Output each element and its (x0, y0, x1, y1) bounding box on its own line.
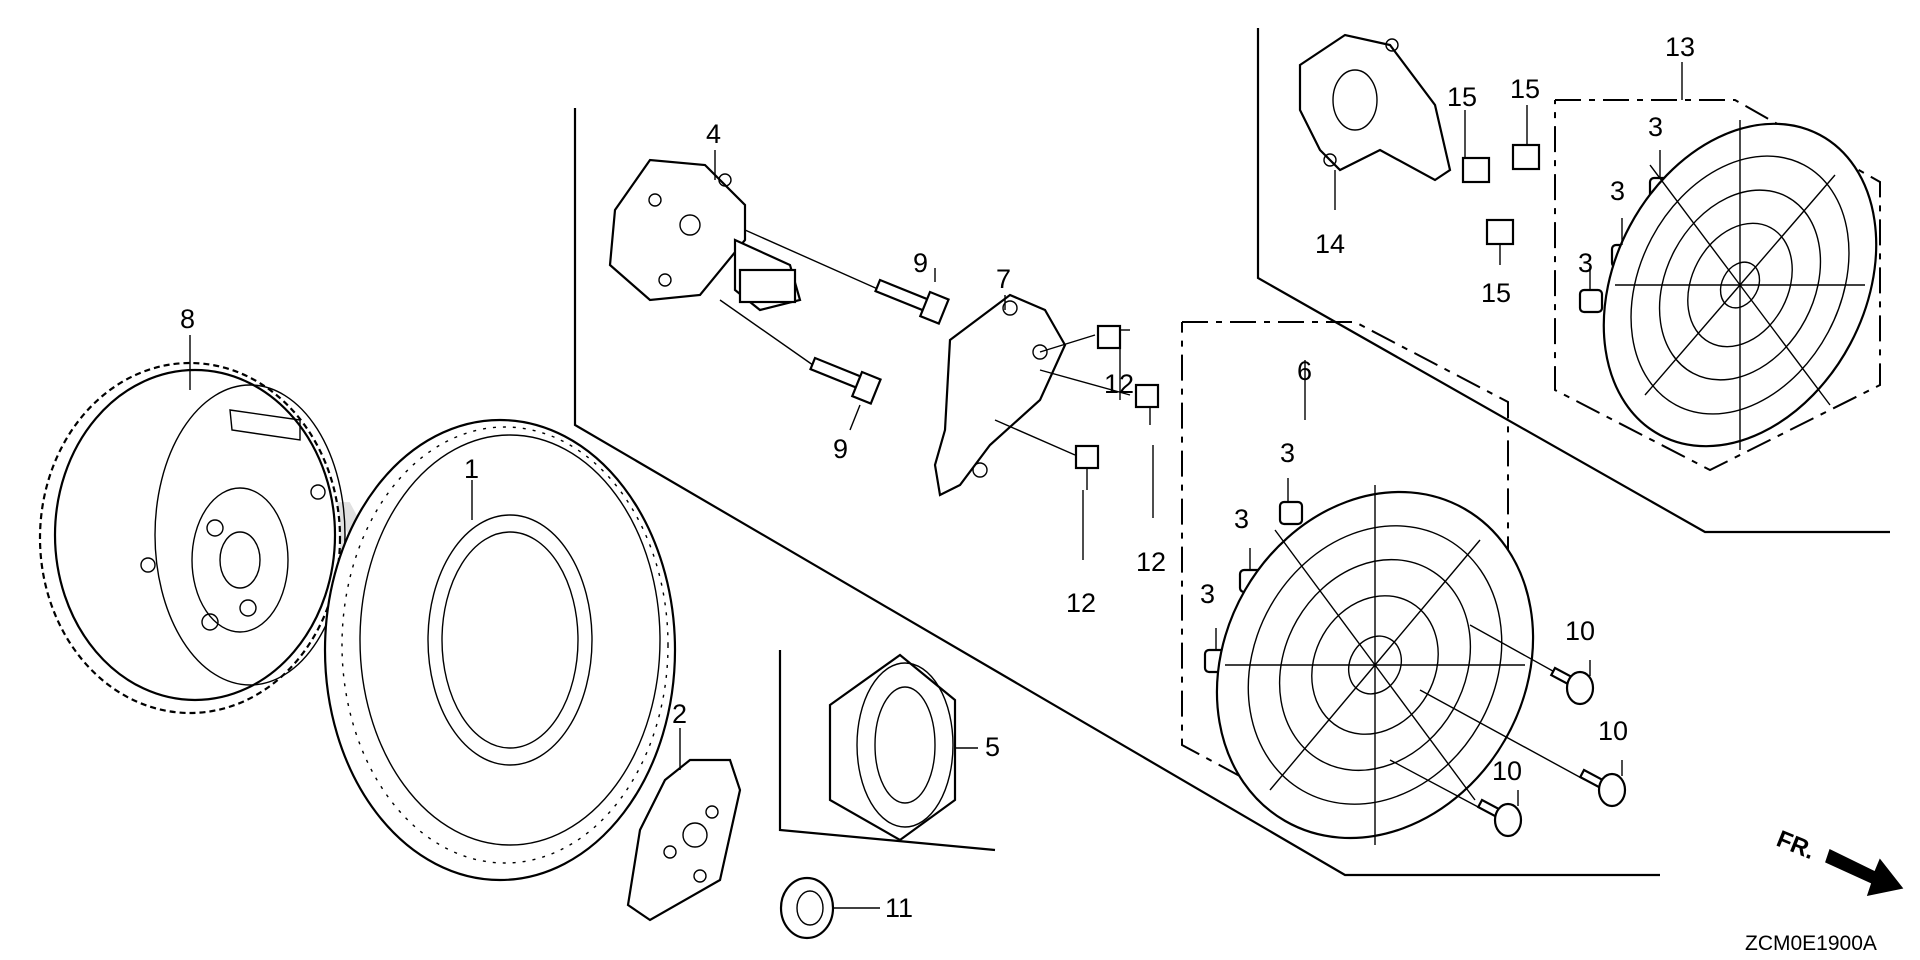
part-5-starter-pulley[interactable] (828, 653, 978, 842)
front-arrow-icon (1825, 848, 1904, 896)
callout-6: 6 (1297, 356, 1312, 386)
assembly-frame-grille-6 (1181, 321, 1509, 820)
callout-5: 5 (985, 732, 1000, 762)
callout-9: 9 (833, 434, 848, 464)
part-2-plate[interactable] (626, 758, 742, 922)
part-3-nut-f[interactable] (1578, 288, 1604, 314)
callout-15: 15 (1510, 74, 1540, 104)
part-9-bolt-upper[interactable] (874, 268, 950, 326)
callout-10: 10 (1492, 756, 1522, 786)
part-15-bolt-a[interactable] (1461, 156, 1491, 184)
part-8-flywheel[interactable] (38, 361, 346, 715)
callout-8: 8 (180, 304, 195, 334)
part-9-bolt-lower[interactable] (809, 356, 882, 431)
part-12-bolt-b[interactable] (1134, 383, 1160, 425)
part-12-bolt-a[interactable] (1096, 324, 1130, 350)
part-15-bolt-b[interactable] (1511, 143, 1541, 171)
part-6-grille[interactable] (1155, 434, 1595, 896)
callout-3: 3 (1200, 579, 1215, 609)
part-12-bolt-c[interactable] (1074, 444, 1100, 490)
front-direction-indicator: FR. (1773, 826, 1904, 896)
callout-3: 3 (1648, 112, 1663, 142)
part-10-screw-c[interactable] (1389, 759, 1523, 838)
callout-labels: 1 2 3 3 3 3 3 3 4 5 6 7 8 9 9 10 10 10 1… (180, 32, 1695, 923)
part-4-housing[interactable] (608, 158, 881, 371)
callout-3: 3 (1578, 248, 1593, 278)
callout-4: 4 (706, 119, 721, 149)
callout-3: 3 (1610, 176, 1625, 206)
assembly-frame-top-right (1256, 28, 1890, 534)
assembly-frame-starter (778, 650, 996, 852)
callout-10: 10 (1598, 716, 1628, 746)
assembly-frame-grille-13 (1554, 99, 1881, 472)
part-3-nut-a[interactable] (1278, 500, 1304, 526)
callout-14: 14 (1315, 229, 1345, 259)
callout-15: 15 (1481, 278, 1511, 308)
callout-12: 12 (1136, 547, 1166, 577)
callout-12: 12 (1104, 369, 1134, 399)
front-label: FR. (1773, 826, 1819, 866)
callout-3: 3 (1234, 504, 1249, 534)
assembly-frame-center (573, 108, 1660, 877)
part-10-screw-a[interactable] (1469, 624, 1595, 706)
leader-lines (189, 62, 1683, 806)
part-13-grille[interactable] (1550, 76, 1920, 494)
callout-9: 9 (913, 248, 928, 278)
callout-13: 13 (1665, 32, 1695, 62)
callout-10: 10 (1565, 616, 1595, 646)
diagram-code: ZCM0E1900A (1745, 932, 1877, 955)
callout-7: 7 (996, 264, 1011, 294)
part-7-bracket[interactable] (933, 293, 1131, 497)
callout-3: 3 (1280, 438, 1295, 468)
callout-12: 12 (1066, 588, 1096, 618)
part-11-flange-nut[interactable] (779, 876, 880, 940)
callout-1: 1 (464, 454, 479, 484)
part-1-cooling-fan[interactable] (323, 418, 677, 882)
part-15-bolt-c[interactable] (1485, 218, 1515, 246)
part-14-support-bracket[interactable] (1298, 33, 1452, 210)
callout-2: 2 (672, 699, 687, 729)
callout-11: 11 (885, 893, 913, 923)
part-10-screw-b[interactable] (1419, 689, 1627, 808)
callout-15: 15 (1447, 82, 1477, 112)
